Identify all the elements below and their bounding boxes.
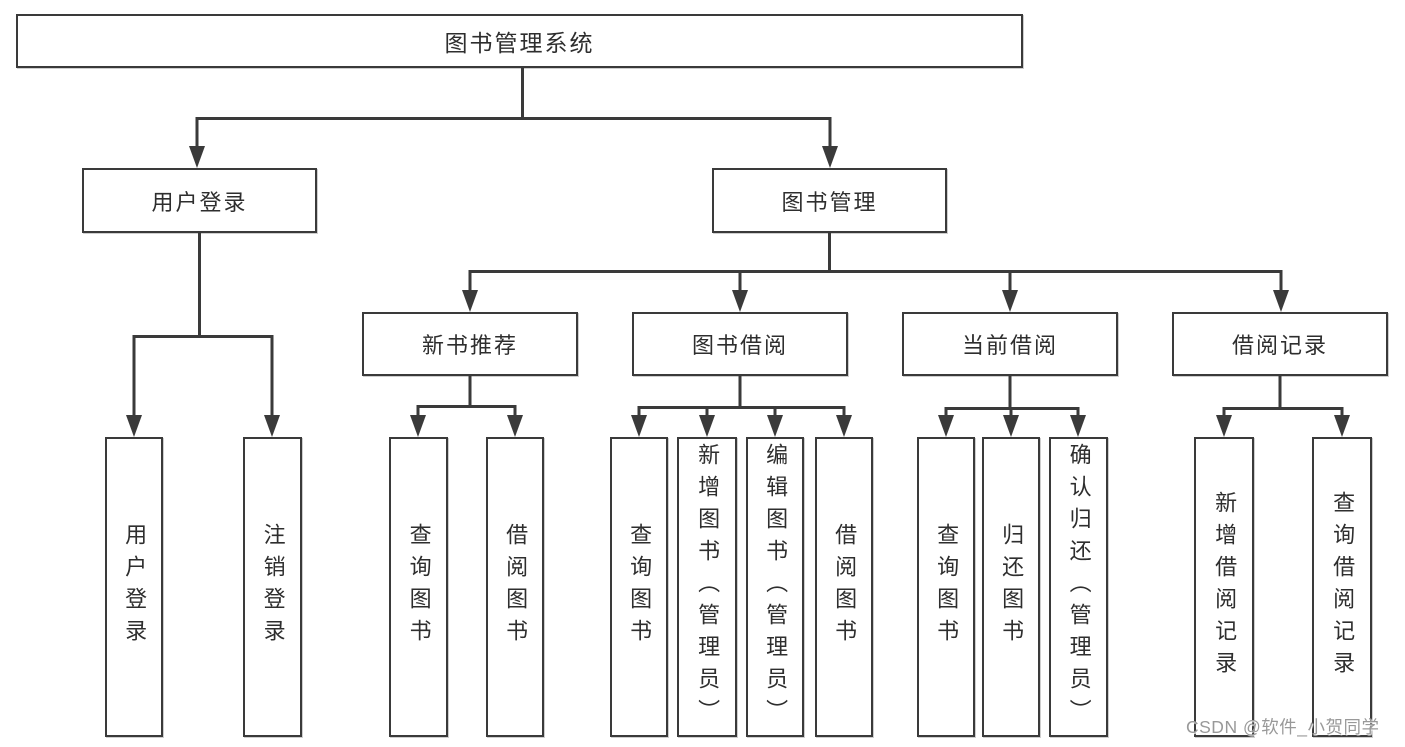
leaf-query-books-1: 查询图书 — [389, 437, 448, 737]
node-book-borrowing: 图书借阅 — [632, 312, 848, 376]
leaf-label: 新增图书（管理员） — [695, 443, 721, 731]
leaf-borrow-books-1: 借阅图书 — [486, 437, 544, 737]
node-label: 当前借阅 — [961, 333, 1058, 358]
leaf-label: 编辑图书（管理员） — [763, 443, 789, 731]
leaf-edit-book-admin: 编辑图书（管理员） — [746, 437, 804, 737]
leaf-user-login: 用户登录 — [105, 437, 163, 737]
leaf-query-borrow-record: 查询借阅记录 — [1312, 437, 1372, 737]
watermark: CSDN @软件_小贺同学 — [1186, 717, 1380, 737]
leaf-borrow-books-2: 借阅图书 — [815, 437, 873, 737]
node-borrowing-records: 借阅记录 — [1172, 312, 1388, 376]
leaf-logout: 注销登录 — [243, 437, 302, 737]
leaf-query-books-3: 查询图书 — [917, 437, 975, 737]
leaf-label: 借阅图书 — [832, 523, 858, 651]
leaf-confirm-return-admin: 确认归还（管理员） — [1049, 437, 1108, 737]
node-label: 图书借阅 — [691, 333, 788, 358]
node-user-login: 用户登录 — [82, 168, 317, 233]
node-new-book-recommendation: 新书推荐 — [362, 312, 578, 376]
node-label: 用户登录 — [151, 189, 248, 215]
leaf-label: 借阅图书 — [503, 523, 529, 651]
node-label: 借阅记录 — [1231, 333, 1328, 358]
leaf-label: 新增借阅记录 — [1212, 491, 1238, 683]
leaf-add-book-admin: 新增图书（管理员） — [677, 437, 737, 737]
leaf-label: 确认归还（管理员） — [1066, 443, 1092, 731]
leaf-label: 查询图书 — [406, 523, 432, 651]
leaf-label: 用户登录 — [122, 523, 148, 651]
leaf-label: 注销登录 — [260, 523, 286, 651]
arrowheads — [126, 146, 1350, 437]
node-label: 新书推荐 — [421, 333, 518, 358]
node-label: 图书管理系统 — [444, 30, 595, 56]
leaf-label: 查询借阅记录 — [1330, 491, 1356, 683]
node-label: 图书管理 — [781, 189, 878, 215]
leaf-label: 查询图书 — [934, 523, 960, 651]
leaf-label: 归还图书 — [999, 523, 1025, 651]
leaf-label: 查询图书 — [627, 523, 653, 651]
leaf-query-books-2: 查询图书 — [610, 437, 668, 737]
node-book-management: 图书管理 — [712, 168, 947, 233]
node-book-management-system: 图书管理系统 — [16, 14, 1023, 68]
node-current-borrowing: 当前借阅 — [902, 312, 1118, 376]
leaf-return-books: 归还图书 — [982, 437, 1040, 737]
leaf-add-borrow-record: 新增借阅记录 — [1194, 437, 1254, 737]
